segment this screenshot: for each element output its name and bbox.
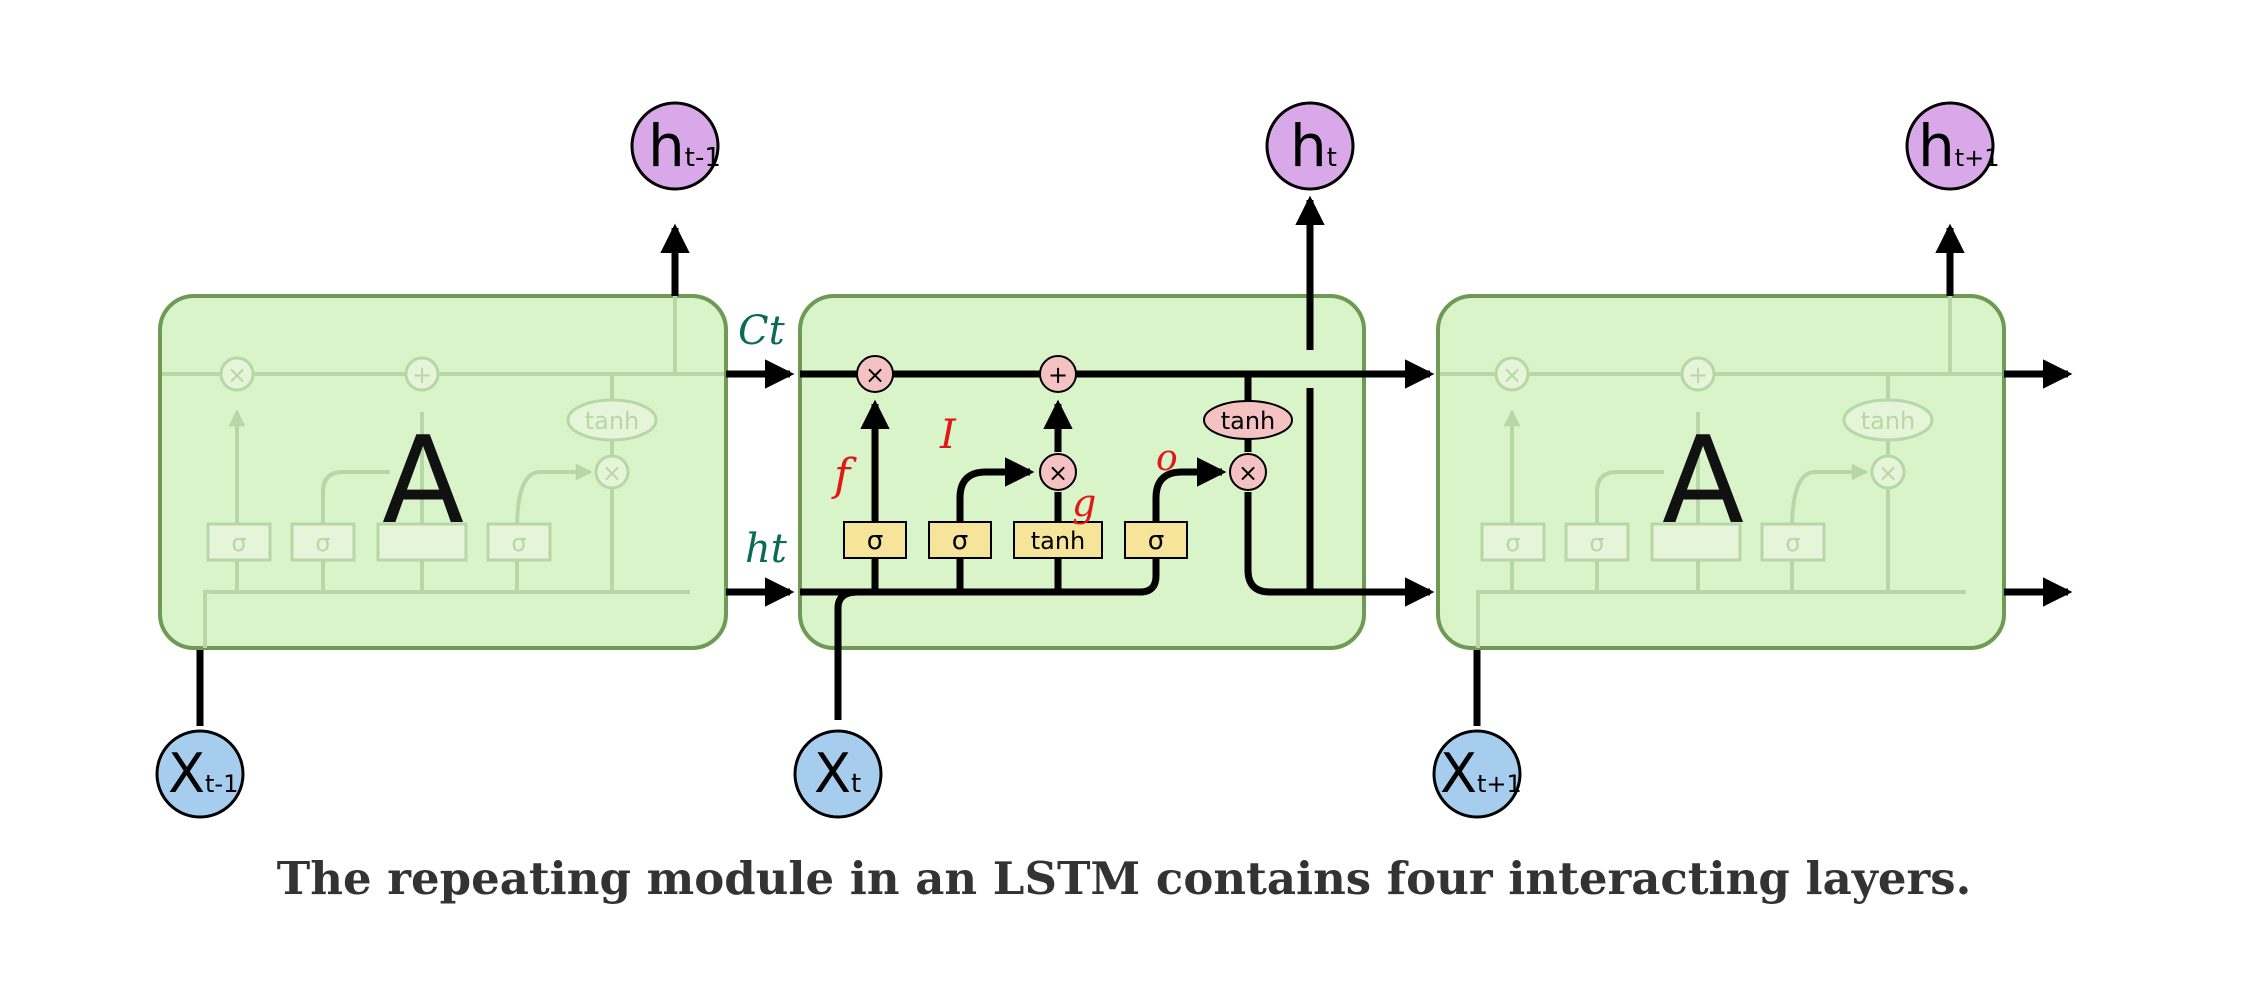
output-tanh-op: tanh [1221, 407, 1276, 435]
cell-add-op: + [1048, 361, 1068, 389]
h-node-1-main: h [648, 112, 685, 180]
right-cell-label: A [1662, 412, 1744, 551]
candidate-tanh-layer: tanh [1031, 527, 1086, 555]
x-node-1-sub: t-1 [205, 770, 238, 798]
left-lstm-cell: × + × tanh σ σ σ A [158, 294, 728, 650]
x-node-2-main: X [814, 742, 851, 805]
annotation-input: I [939, 412, 957, 458]
left-cell-faded-layer-3: σ [511, 529, 526, 557]
left-cell-faded-layer-2: σ [315, 529, 330, 557]
right-lstm-cell: × + × tanh σ σ σ A [1436, 294, 2006, 650]
h-node-2-sub: t [1327, 143, 1337, 173]
x-node-2-sub: t [851, 769, 861, 799]
left-cell-faded-layer-1: σ [231, 529, 246, 557]
svg-text:ht-1: ht-1 [648, 112, 721, 180]
left-cell-faded-op-1: × [227, 361, 247, 389]
lstm-diagram: × + × tanh σ σ σ A [155, 101, 2073, 819]
output-sigma-layer: σ [1148, 526, 1164, 556]
center-lstm-cell [798, 294, 1366, 650]
hidden-nodes [630, 101, 1995, 191]
svg-text:Xt-1: Xt-1 [168, 742, 238, 805]
annotation-candidate: g [1072, 481, 1096, 525]
svg-text:ht: ht [1290, 112, 1337, 180]
left-cell-faded-op-2: + [412, 361, 432, 389]
left-cell-faded-op-3: × [602, 459, 622, 487]
right-cell-faded-layer-3: σ [1785, 529, 1800, 557]
x-node-1-main: X [168, 742, 205, 805]
x-node-3-main: X [1440, 742, 1477, 805]
input-nodes [155, 729, 1522, 819]
annotation-hidden-state: ht [745, 526, 788, 572]
svg-text:Xt: Xt [814, 742, 861, 805]
right-cell-faded-op-1: × [1502, 361, 1522, 389]
center-cell-wiring [800, 195, 1435, 720]
svg-text:Xt+1: Xt+1 [1440, 742, 1522, 805]
annotation-output: o [1156, 438, 1178, 479]
h-node-3-main: h [1918, 112, 1955, 180]
output-multiply-op: × [1238, 459, 1258, 487]
forget-multiply-op: × [865, 361, 885, 389]
center-pointwise-ops [856, 355, 1293, 491]
left-cell-label: A [382, 412, 464, 551]
input-multiply-op: × [1048, 459, 1068, 487]
left-cell-faded-tanh: tanh [585, 407, 640, 435]
h-node-1-sub: t-1 [685, 143, 721, 173]
inter-cell-arrows [726, 359, 2073, 607]
right-cell-faded-op-3: × [1878, 459, 1898, 487]
right-cell-faded-tanh: tanh [1861, 407, 1916, 435]
input-sigma-layer: σ [952, 526, 968, 556]
center-layers [843, 521, 1188, 559]
right-cell-faded-layer-2: σ [1589, 529, 1604, 557]
right-cell-faded-layer-1: σ [1505, 529, 1520, 557]
x-node-3-sub: t+1 [1477, 770, 1522, 798]
h-node-2-main: h [1290, 112, 1327, 180]
h-node-3-sub: t+1 [1955, 144, 2000, 172]
right-cell-faded-op-2: + [1688, 361, 1708, 389]
annotation-cell-state: Ct [738, 308, 786, 354]
figure-caption: The repeating module in an LSTM contains… [276, 852, 1972, 905]
svg-text:ht+1: ht+1 [1918, 112, 2000, 180]
forget-sigma-layer: σ [867, 526, 883, 556]
